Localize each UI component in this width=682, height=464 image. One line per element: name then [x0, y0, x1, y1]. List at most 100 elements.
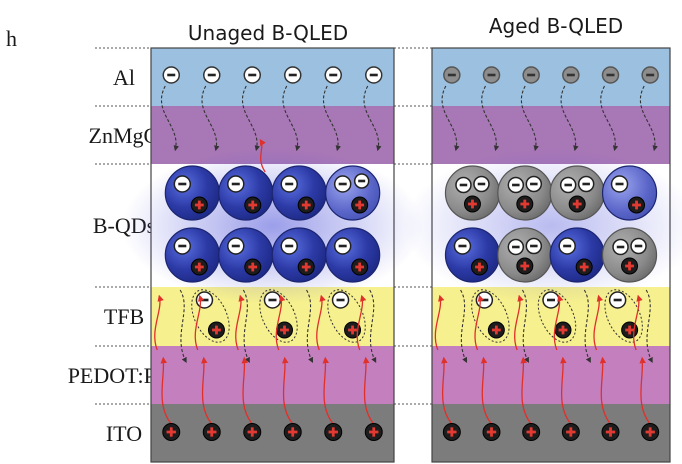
hole-leak-arrow	[259, 138, 266, 173]
layer-band-ito	[432, 404, 670, 462]
electron-al	[243, 66, 261, 84]
hole-in-tfb	[276, 321, 293, 339]
minus-sign	[564, 183, 572, 187]
hole-arrow	[201, 356, 213, 425]
minus-sign	[527, 73, 536, 77]
qd-shell	[218, 227, 274, 283]
plus-sign-v	[569, 427, 573, 437]
electron-al	[641, 66, 659, 84]
electron-in-qd	[610, 175, 629, 193]
electron-arrow	[481, 85, 500, 152]
hole-in-qd	[190, 258, 208, 276]
hole-ito	[162, 423, 181, 441]
quantum-dot	[271, 227, 327, 283]
quantum-dot	[601, 165, 658, 221]
electron-arrow	[306, 289, 314, 363]
plus-sign-v	[523, 199, 527, 209]
hole-arrow	[553, 294, 564, 351]
electron-in-qd	[453, 237, 472, 255]
minus-sign	[512, 245, 520, 249]
trapped-electron	[577, 175, 595, 193]
trapped-electron	[525, 237, 543, 255]
quantum-dot	[164, 165, 220, 221]
layer-label-znmgo: ZnMgO	[89, 123, 160, 148]
quantum-dot	[444, 227, 501, 283]
hole-arrow	[282, 356, 294, 425]
hole-arrow	[480, 356, 493, 425]
minus-sign	[477, 182, 486, 186]
hole-ito	[364, 423, 383, 441]
hole-ito	[522, 423, 541, 441]
electron-in-qd	[173, 175, 192, 193]
minus-sign	[231, 244, 240, 248]
hole-ito	[202, 423, 221, 441]
minus-sign	[268, 298, 277, 302]
qd-shell	[164, 227, 220, 283]
trapped-electron	[455, 176, 472, 194]
electron-al	[203, 66, 221, 84]
minus-sign	[338, 244, 347, 248]
layer-label-al: Al	[113, 65, 135, 90]
quantum-dot	[325, 227, 381, 283]
hole-arrow	[194, 294, 205, 351]
hole-arrow	[520, 356, 532, 425]
minus-sign	[200, 298, 209, 302]
plus-sign-v	[529, 427, 533, 437]
quantum-dot	[218, 227, 274, 283]
plus-sign-v	[628, 261, 631, 271]
minus-sign	[248, 73, 257, 77]
hole-in-qd	[244, 196, 262, 214]
plus-sign-v	[351, 325, 354, 335]
hole-in-tfb	[344, 321, 362, 339]
minus-sign	[615, 182, 624, 186]
electron-arrow	[600, 85, 619, 152]
minus-sign	[566, 73, 575, 77]
minus-sign	[178, 182, 187, 186]
layer-band-al	[432, 48, 670, 106]
hole-in-qd	[628, 196, 646, 214]
quantum-dot	[325, 165, 381, 221]
hole-arrow	[316, 294, 326, 351]
hole-arrow	[241, 356, 253, 425]
plus-sign-v	[575, 199, 579, 209]
hole-in-qd	[621, 257, 639, 275]
plus-sign-v	[628, 325, 632, 335]
trapped-electron	[507, 238, 525, 256]
minus-sign	[616, 245, 625, 249]
hole-arrow	[593, 294, 604, 351]
minus-sign	[459, 183, 468, 187]
trapped-electron	[559, 176, 577, 194]
plus-sign-v	[210, 427, 214, 437]
hole-arrow	[356, 294, 367, 351]
hole-arrow	[639, 356, 651, 425]
electron-arrow	[363, 85, 382, 152]
minus-sign	[582, 182, 590, 186]
electron-arrow	[201, 85, 220, 152]
plus-sign-v	[490, 427, 493, 437]
electron-arrow	[460, 289, 468, 363]
quantum-dot-inactive	[497, 227, 553, 283]
qd-shell	[325, 165, 381, 221]
layer-band-ito	[151, 404, 394, 462]
emission-glow	[121, 148, 424, 304]
quantum-dot	[164, 227, 220, 283]
quantum-dot-inactive	[444, 165, 501, 221]
electron-in-tfb	[331, 291, 350, 309]
hole-in-qd	[568, 195, 586, 213]
electron-arrow	[179, 289, 187, 363]
quantum-dot-inactive	[497, 165, 553, 221]
layer-band-pedot-pss	[151, 346, 394, 404]
plus-sign-v	[478, 262, 481, 272]
qd-shell	[271, 227, 327, 283]
quantum-dot-inactive	[549, 165, 605, 221]
electron-in-qd	[333, 237, 352, 255]
minus-sign	[231, 182, 240, 186]
hole-arrow	[160, 356, 172, 425]
plus-sign-v	[331, 427, 335, 437]
layer-band-pedot-pss	[432, 346, 670, 404]
minus-sign	[285, 182, 294, 186]
exciton-pair	[259, 289, 298, 343]
plus-sign-v	[358, 200, 362, 210]
hole-ito	[482, 423, 501, 441]
minus-sign	[458, 244, 467, 248]
